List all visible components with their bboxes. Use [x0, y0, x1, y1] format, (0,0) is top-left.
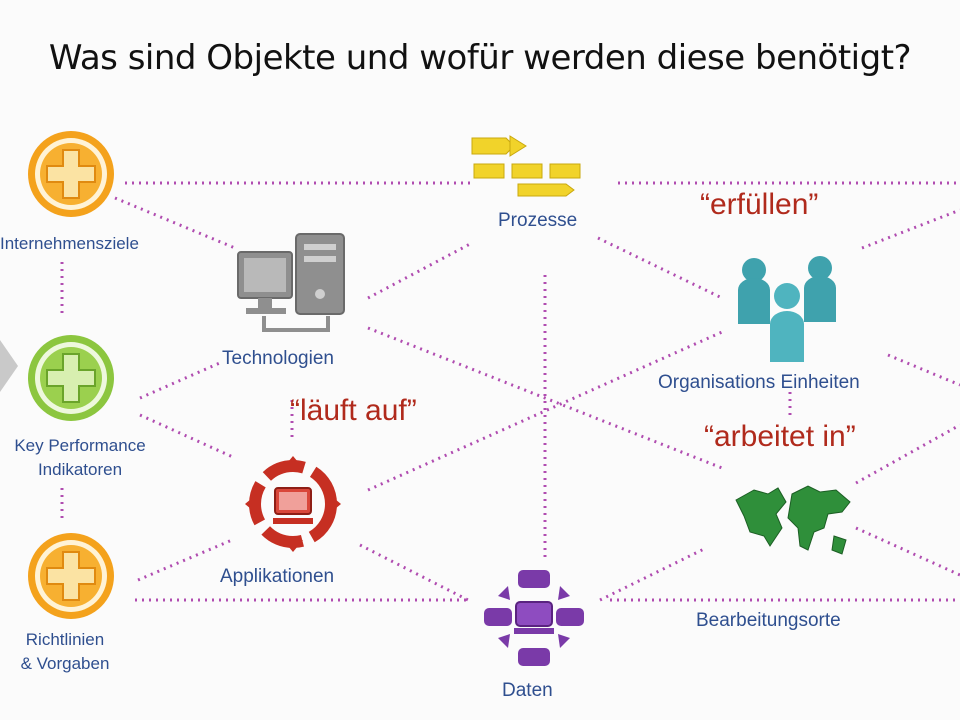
node-label-applikationen: Applikationen	[220, 566, 335, 587]
connector-applikationen-daten	[359, 543, 469, 602]
connector-bearbeitung-right	[855, 423, 960, 485]
plus-circle-icon-orange-2	[28, 533, 114, 619]
node-label-daten: Daten	[502, 680, 553, 701]
node-label-richtlinien-line1: Richtlinien	[25, 630, 105, 649]
node-label-kpi-line2: Indikatoren	[37, 460, 123, 479]
connector-richtlinien-applikationen	[137, 538, 233, 582]
connector-technologien-prozesse	[367, 242, 471, 300]
connector-org-right	[861, 208, 960, 250]
connector-bearbeitung-right2	[855, 526, 960, 577]
connector-applikationen-org	[367, 330, 723, 492]
node-label-bearbeitungsorte: Bearbeitungsorte	[696, 610, 841, 631]
plus-circle-icon-green	[28, 335, 114, 421]
connector-ziele-technologien	[114, 196, 236, 250]
relation-label-erfuellen: “erfüllen”	[700, 188, 819, 221]
node-label-unternehmensziele: Internehmensziele	[0, 234, 139, 253]
connector-technologien-diag	[367, 326, 723, 470]
process-arrows-icon	[471, 135, 581, 197]
connector-kpi-technologien	[139, 360, 223, 400]
node-label-kpi-line1: Key Performance	[14, 436, 146, 455]
slide-title: Was sind Objekte und wofür werden diese …	[48, 38, 912, 78]
computer-icon	[237, 233, 345, 332]
world-map-icon	[735, 485, 851, 555]
relation-label-laeuft-auf: “läuft auf”	[290, 394, 417, 427]
node-label-prozesse: Prozesse	[498, 210, 578, 231]
node-label-technologien: Technologien	[222, 348, 334, 369]
connector-prozesse-org	[597, 236, 723, 300]
node-label-organisationseinheiten: Organisations Einheiten	[658, 372, 860, 393]
relation-label-arbeitet-in: “arbeitet in”	[704, 420, 856, 453]
left-arrow-shape	[0, 340, 18, 392]
application-gear-icon	[245, 456, 341, 552]
people-group-icon	[738, 256, 836, 362]
data-cycle-icon	[484, 570, 584, 666]
plus-circle-icon-orange	[28, 131, 114, 217]
connector-org-right2	[887, 353, 960, 387]
node-label-richtlinien-line2: & Vorgaben	[20, 654, 110, 673]
connector-daten-bearbeitung	[599, 546, 707, 602]
